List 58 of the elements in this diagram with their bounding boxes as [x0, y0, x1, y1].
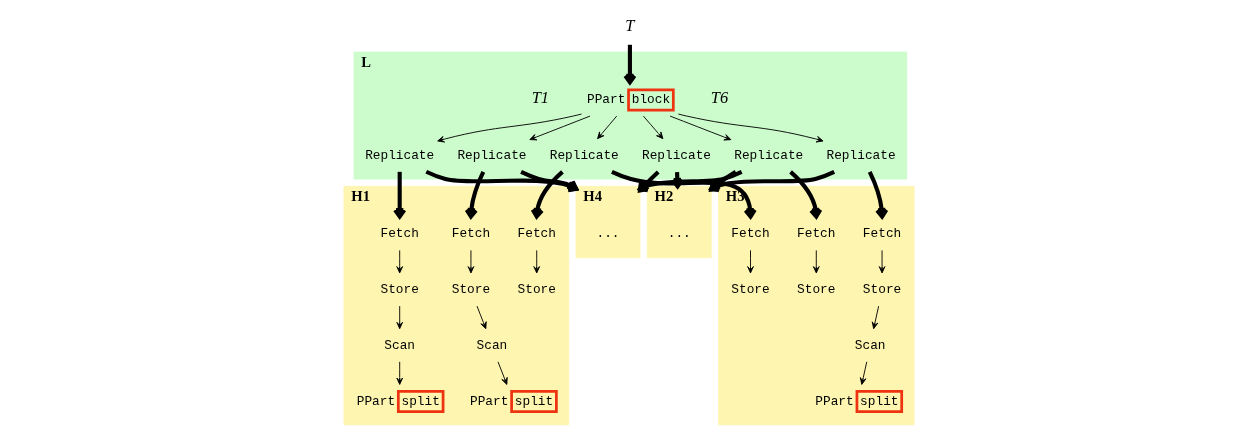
node-text: Scan — [854, 337, 886, 353]
arrow — [392, 171, 406, 219]
arrow — [788, 170, 822, 219]
arrow — [530, 170, 564, 219]
node-text: Fetch — [862, 226, 901, 242]
node-text: Replicate — [364, 147, 434, 163]
node-text: ... — [595, 226, 619, 242]
arrow — [746, 249, 754, 274]
node-text: Store — [451, 281, 490, 297]
label: T1 — [531, 87, 549, 107]
node-text: Scan — [476, 337, 507, 353]
node-text: Replicate — [456, 147, 526, 163]
node-text: ... — [667, 226, 691, 242]
node-text: Replicate — [549, 147, 619, 163]
arrow — [395, 305, 403, 330]
node-text: Store — [796, 281, 835, 297]
arrow — [395, 249, 403, 274]
node-label: PPart — [356, 393, 395, 409]
arrow — [859, 361, 867, 385]
label: T6 — [710, 87, 728, 107]
arrow — [476, 305, 487, 330]
node-text: Fetch — [796, 226, 835, 242]
node-text: Fetch — [730, 226, 770, 242]
node-text: T — [624, 16, 634, 36]
arrow — [436, 113, 582, 143]
node-text: Store — [730, 281, 770, 297]
arrow — [669, 115, 731, 141]
node-text: Fetch — [451, 226, 490, 242]
arrow — [878, 249, 885, 274]
arrow — [677, 113, 823, 143]
node-text: Fetch — [380, 226, 419, 242]
node-box: split — [396, 390, 444, 413]
arrow — [642, 115, 663, 140]
node-text: Replicate — [733, 147, 803, 163]
arrow — [596, 115, 617, 140]
arrow — [871, 305, 879, 330]
node-text: Fetch — [517, 226, 556, 242]
node-label: PPart — [469, 393, 508, 409]
node-text: Store — [862, 281, 901, 297]
node-box: split — [509, 390, 558, 413]
node-label: PPart — [814, 393, 854, 409]
node-text: Replicate — [641, 147, 711, 163]
node-label: PPart — [586, 92, 625, 108]
node-box: block — [626, 88, 675, 112]
node-text: Scan — [383, 337, 415, 353]
node-text: Store — [380, 281, 419, 297]
node-text: Store — [517, 281, 556, 297]
arrow — [467, 249, 474, 274]
arrow — [812, 249, 820, 274]
arrow — [464, 170, 485, 219]
node-box: split — [855, 390, 903, 413]
arrow — [395, 361, 403, 385]
arrow — [637, 170, 660, 193]
arrow — [532, 249, 540, 274]
node-text: Replicate — [826, 147, 896, 163]
arrow — [497, 361, 508, 385]
arrow — [622, 44, 637, 85]
arrow — [528, 115, 590, 141]
